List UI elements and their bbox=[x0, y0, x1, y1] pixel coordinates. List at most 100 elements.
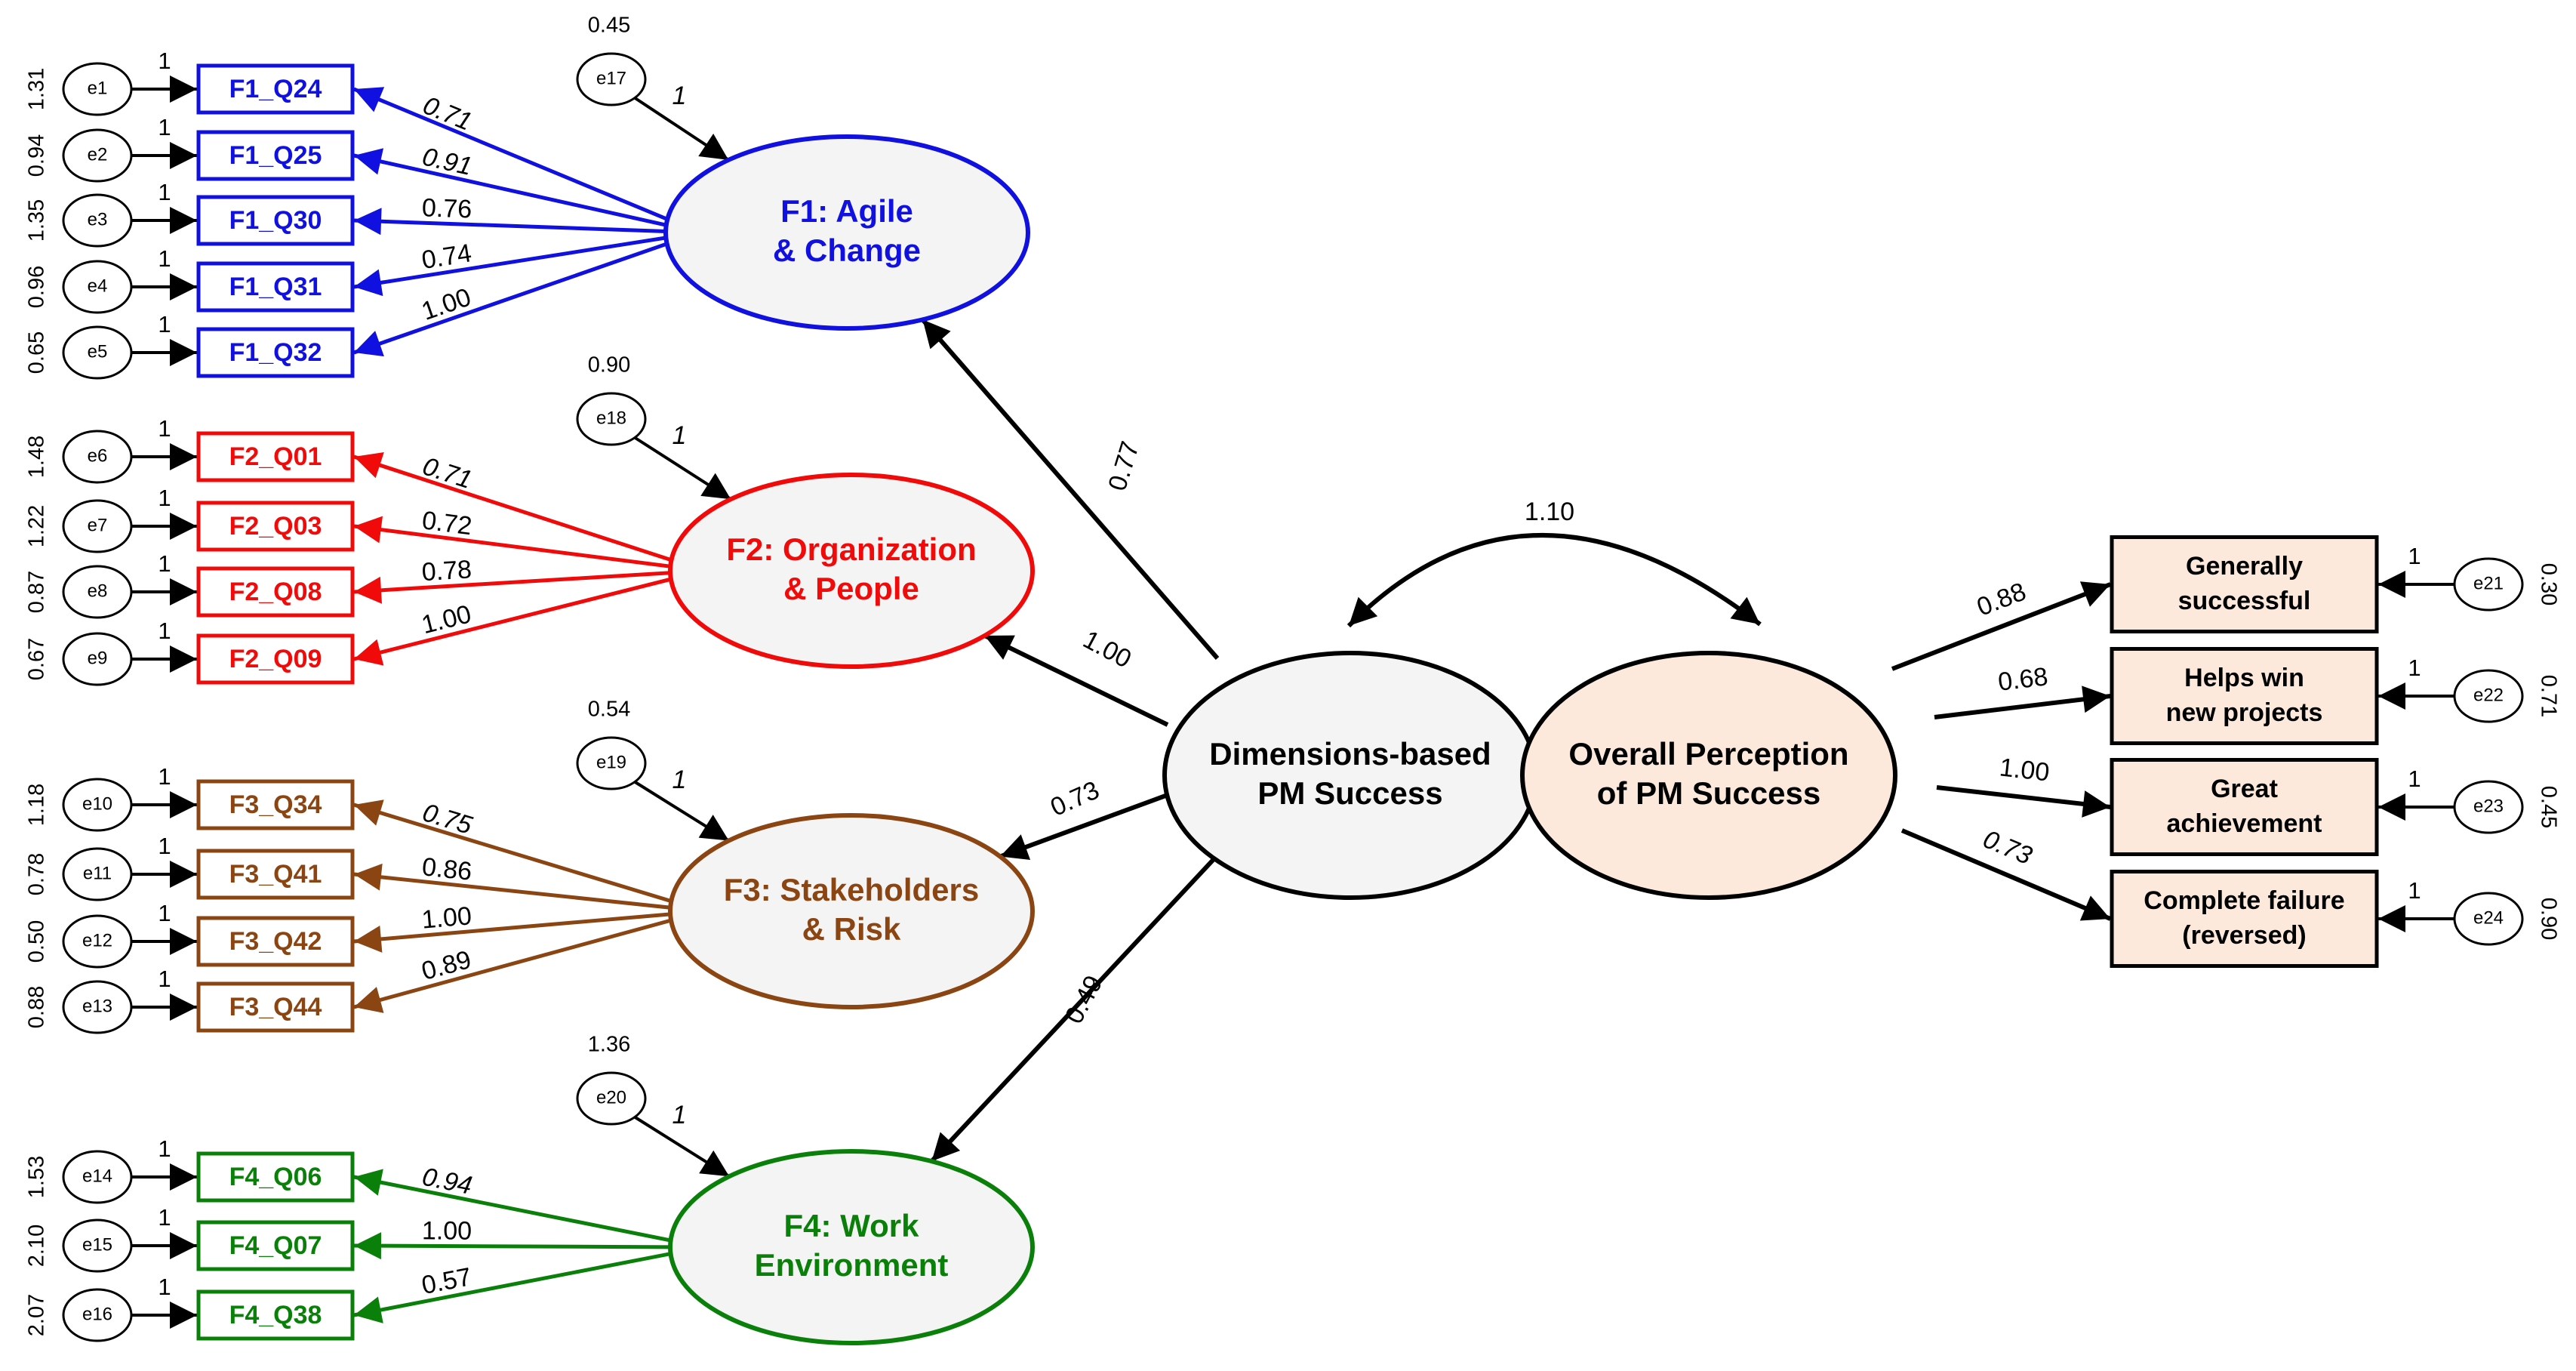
outcome-loading-path bbox=[1900, 828, 2112, 921]
diagram-nodes bbox=[62, 52, 2524, 1345]
item-label: F4_Q38 bbox=[229, 1301, 322, 1329]
error-e12 bbox=[62, 914, 133, 969]
error-e15 bbox=[62, 1218, 133, 1273]
disturbance-f2 bbox=[576, 392, 647, 446]
item-box-F3_Q44 bbox=[196, 981, 355, 1033]
disturbance-variance: 0.54 bbox=[588, 698, 630, 722]
item-loading: 0.75 bbox=[419, 798, 475, 840]
item-label: F2_Q09 bbox=[229, 645, 322, 673]
loading-path-F1_Q30 bbox=[353, 208, 672, 236]
item-loading: 0.76 bbox=[421, 193, 472, 223]
error-e24 bbox=[2453, 892, 2524, 946]
error-e13 bbox=[62, 980, 133, 1034]
outcome-indicator-box bbox=[2110, 758, 2379, 856]
error-weight: 1 bbox=[158, 311, 171, 337]
error-variance: 0.78 bbox=[25, 853, 49, 895]
error-e16 bbox=[62, 1288, 133, 1342]
disturbance-f1 bbox=[576, 52, 647, 106]
central-latent-label: PM Success bbox=[1257, 775, 1442, 811]
loading-path-F1_Q25 bbox=[353, 148, 672, 229]
disturbance-variance: 1.36 bbox=[588, 1033, 630, 1057]
item-box-F2_Q08 bbox=[196, 566, 355, 618]
outcome-indicator-label: Complete failure bbox=[2144, 886, 2344, 915]
disturbance-variance: 0.45 bbox=[588, 14, 630, 38]
structural-path-f4 bbox=[930, 843, 1229, 1163]
error-weight: 1 bbox=[2408, 543, 2421, 569]
error-weight: 1 bbox=[158, 550, 171, 577]
error-weight: 1 bbox=[158, 618, 171, 644]
error-e9 bbox=[62, 632, 133, 686]
item-loading: 0.71 bbox=[419, 451, 475, 494]
outcome-loading-path bbox=[1934, 686, 2111, 719]
item-label: F2_Q08 bbox=[229, 578, 322, 606]
item-box-F3_Q42 bbox=[196, 916, 355, 967]
factor-label-f2: & People bbox=[783, 571, 919, 606]
outcome-indicator-label: Helps win bbox=[2184, 664, 2304, 692]
structural-path-f3 bbox=[999, 790, 1175, 861]
error-weight: 1 bbox=[2408, 766, 2421, 792]
factor-latent-f3 bbox=[668, 813, 1035, 1009]
structural-path-f2 bbox=[983, 633, 1169, 727]
item-loading: 0.86 bbox=[420, 852, 473, 886]
error-variance: 1.22 bbox=[25, 505, 49, 547]
error-weight: 1 bbox=[158, 179, 171, 205]
covariance-arc bbox=[1346, 533, 1762, 628]
error-e23 bbox=[2453, 780, 2524, 834]
item-loading: 0.94 bbox=[420, 1163, 474, 1200]
disturbance-name: e17 bbox=[596, 68, 626, 88]
item-box-F1_Q32 bbox=[196, 327, 355, 378]
error-name: e13 bbox=[82, 996, 112, 1016]
item-label: F1_Q25 bbox=[229, 141, 322, 170]
structural-loading-f2: 1.00 bbox=[1079, 625, 1136, 674]
outcome-loading: 0.68 bbox=[1996, 662, 2049, 697]
error-variance: 1.31 bbox=[25, 68, 49, 110]
error-weight: 1 bbox=[158, 245, 171, 272]
loading-path-F2_Q01 bbox=[353, 452, 677, 564]
error-variance: 0.50 bbox=[25, 920, 49, 963]
loading-path-F2_Q08 bbox=[353, 570, 677, 604]
error-name: e5 bbox=[88, 341, 108, 362]
error-e21 bbox=[2453, 557, 2524, 612]
error-variance: 0.30 bbox=[2536, 563, 2560, 605]
error-variance: 0.94 bbox=[25, 134, 49, 177]
factor-label-f1: F1: Agile bbox=[780, 193, 913, 229]
error-e8 bbox=[62, 565, 133, 619]
factor-label-f1: & Change bbox=[773, 233, 921, 268]
error-weight: 1 bbox=[158, 1204, 171, 1231]
error-weight: 1 bbox=[158, 1274, 171, 1300]
loading-path-F3_Q42 bbox=[353, 911, 677, 953]
disturbance-path-f4 bbox=[632, 1115, 731, 1178]
error-name: e22 bbox=[2473, 685, 2504, 705]
outcome-indicator-box bbox=[2110, 870, 2379, 968]
factor-label-f4: F4: Work bbox=[784, 1208, 920, 1243]
error-name: e21 bbox=[2473, 573, 2504, 593]
error-name: e16 bbox=[82, 1304, 112, 1324]
error-weight: 1 bbox=[2408, 655, 2421, 681]
disturbance-f4 bbox=[576, 1071, 647, 1126]
item-box-F1_Q30 bbox=[196, 195, 355, 246]
error-weight: 1 bbox=[158, 1135, 171, 1162]
loading-path-F4_Q06 bbox=[353, 1169, 677, 1244]
loading-path-F2_Q09 bbox=[353, 575, 677, 666]
path-arrows bbox=[131, 75, 2454, 1329]
error-variance: 1.48 bbox=[25, 436, 49, 478]
item-box-F4_Q07 bbox=[196, 1220, 355, 1271]
error-e3 bbox=[62, 193, 133, 248]
item-box-F4_Q06 bbox=[196, 1151, 355, 1203]
loading-path-F1_Q31 bbox=[353, 235, 672, 297]
loading-path-F4_Q38 bbox=[353, 1250, 677, 1323]
item-box-F2_Q01 bbox=[196, 431, 355, 482]
item-loading: 0.91 bbox=[420, 142, 475, 180]
item-loading: 0.89 bbox=[419, 945, 475, 986]
error-weight: 1 bbox=[158, 48, 171, 74]
outcome-indicator-box bbox=[2110, 535, 2379, 633]
error-weight: 1 bbox=[158, 114, 171, 140]
item-box-F2_Q09 bbox=[196, 633, 355, 685]
loading-path-F4_Q07 bbox=[353, 1232, 677, 1260]
error-variance: 0.45 bbox=[2536, 786, 2560, 828]
error-name: e3 bbox=[88, 209, 108, 230]
item-box-F1_Q31 bbox=[196, 261, 355, 313]
error-variance: 1.53 bbox=[25, 1156, 49, 1198]
error-e2 bbox=[62, 128, 133, 183]
